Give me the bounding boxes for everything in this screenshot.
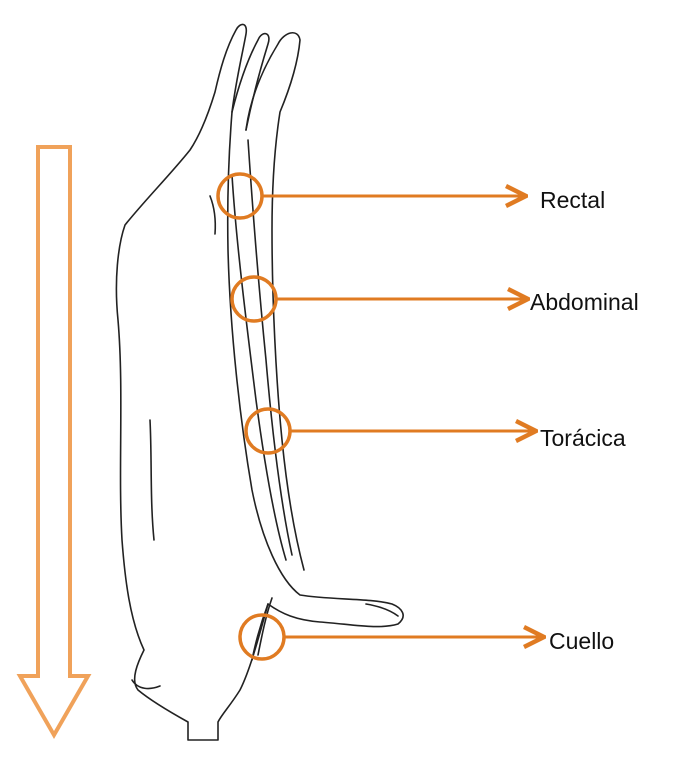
rectal-label: Rectal — [540, 189, 605, 212]
cuello-label: Cuello — [549, 630, 614, 653]
down-arrow-icon — [20, 147, 88, 735]
abdominal-label: Abdominal — [530, 291, 639, 314]
abdominal-marker-icon — [232, 277, 276, 321]
toracica-marker-icon — [246, 409, 290, 453]
toracica-label: Torácica — [540, 427, 626, 450]
rectal-marker-icon — [218, 174, 262, 218]
carcass-outline — [116, 24, 403, 740]
